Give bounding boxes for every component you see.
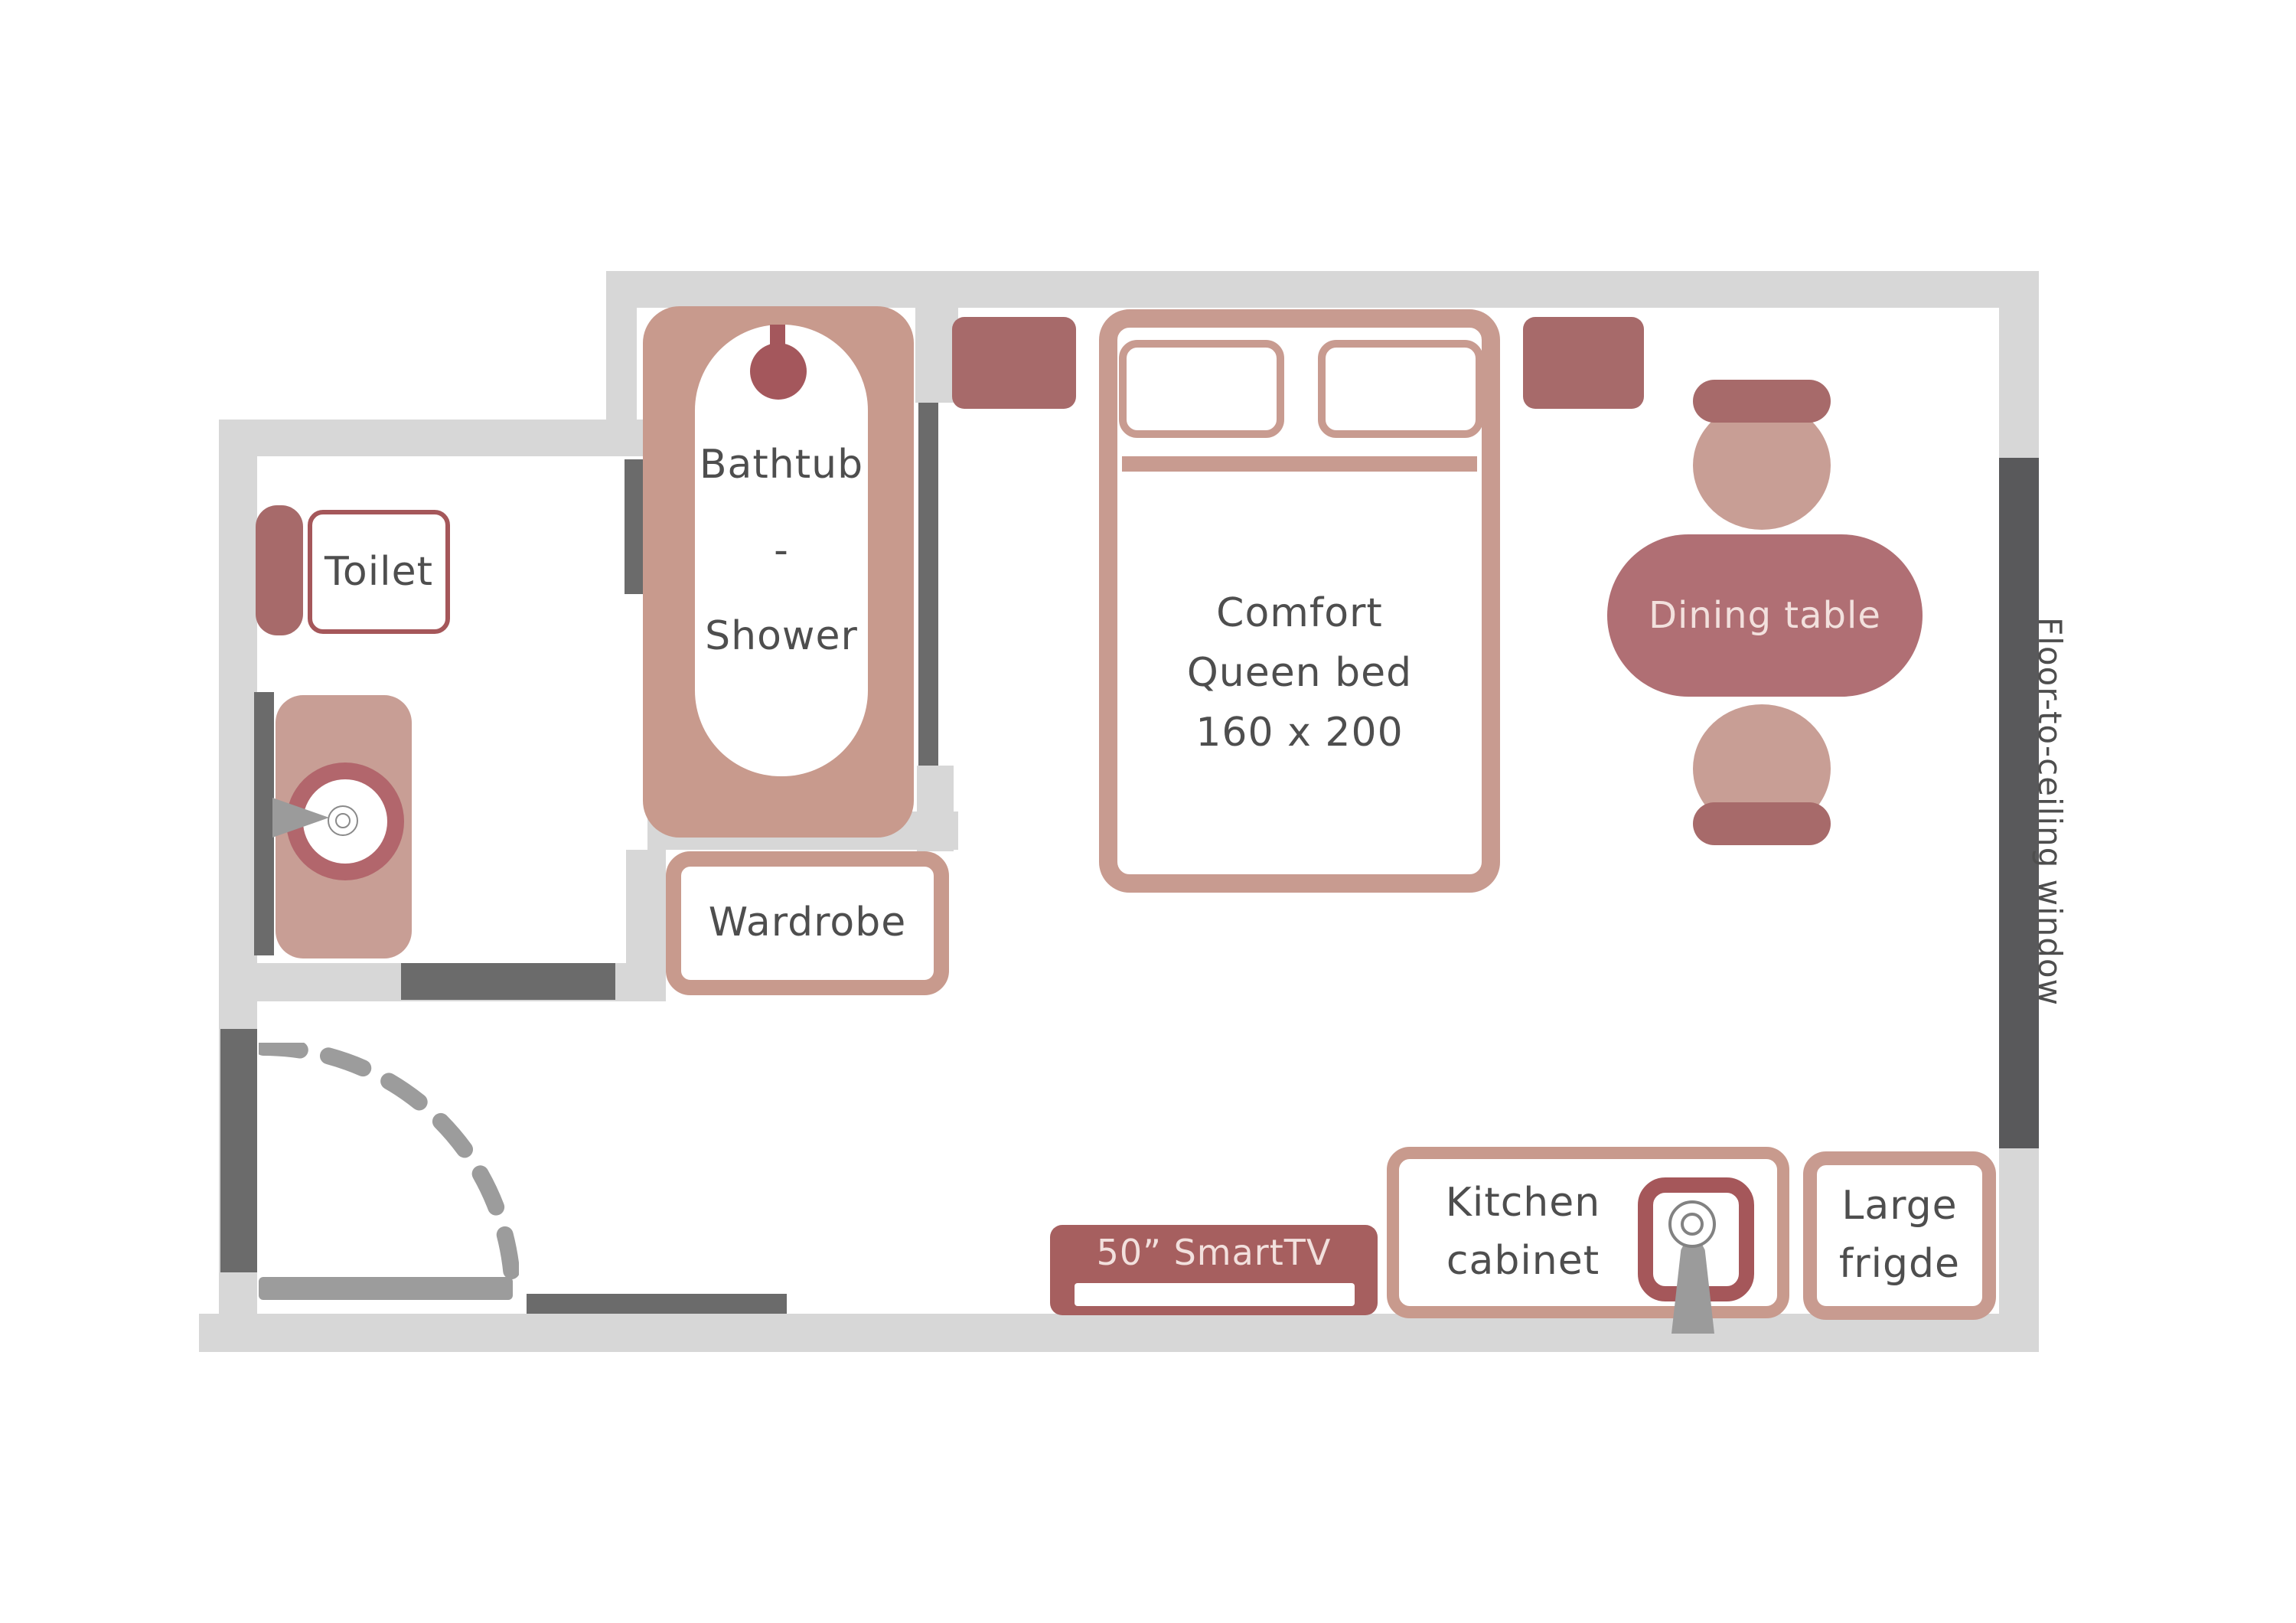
window-label: Floor-to-ceiling window	[2031, 617, 2068, 1006]
bed-label: Comfort Queen bed 160 x 200	[1117, 589, 1482, 758]
wall-segment-bottom	[527, 1294, 787, 1314]
entry-door-leaf	[259, 1277, 513, 1300]
kitchen-faucet-inner-ring	[1681, 1213, 1704, 1236]
pillow-left	[1119, 340, 1284, 438]
door-entry-jamb	[220, 1029, 257, 1272]
kitchen-cabinet-label: Kitchen cabinet	[1408, 1161, 1638, 1305]
bed-headboard-divider	[1122, 456, 1477, 472]
bathtub-label-line1: Bathtub	[699, 442, 864, 488]
wall-alcove-left	[606, 308, 637, 456]
chair-bottom-back	[1693, 802, 1831, 845]
door-bathroom-pocket	[401, 963, 615, 1000]
chair-top-back	[1693, 380, 1831, 423]
toilet-label: Toilet	[324, 549, 433, 595]
fridge	[1803, 1151, 1996, 1320]
kitchen-cabinet-label-line1: Kitchen	[1445, 1181, 1601, 1226]
wall-bathroom-top	[219, 420, 651, 456]
pillow-right	[1318, 340, 1483, 438]
wardrobe-label: Wardrobe	[708, 900, 907, 946]
dining-table-label: Dining table	[1649, 594, 1881, 637]
fridge-label: Large frigde	[1809, 1167, 1990, 1305]
wardrobe: Wardrobe	[666, 851, 949, 995]
chair-top-seat	[1693, 401, 1831, 530]
entry-door-swing-arc	[259, 1043, 519, 1303]
wall-top	[606, 271, 2039, 308]
shower-head	[750, 343, 807, 400]
fridge-label-line1: Large	[1841, 1184, 1958, 1229]
dining-table: Dining table	[1607, 534, 1923, 697]
sink-wall-panel	[254, 692, 274, 955]
wall-tub-right-upper	[915, 308, 958, 403]
bathtub-label-line2: -	[774, 528, 789, 574]
nightstand-right	[1523, 317, 1644, 409]
toilet-tank	[256, 505, 303, 635]
door-bathtub-right	[918, 403, 938, 766]
bathtub-label: Bathtub - Shower	[695, 383, 868, 720]
bed-label-line2: Queen bed	[1186, 651, 1413, 697]
sink-drain-outer-ring	[328, 805, 358, 836]
bathtub-basin	[695, 325, 868, 776]
toilet-bowl: Toilet	[308, 510, 450, 634]
bed-label-line1: Comfort	[1216, 591, 1383, 637]
nightstand-left	[952, 317, 1076, 409]
window-glass	[1999, 458, 2039, 1148]
bathtub-label-line3: Shower	[705, 614, 858, 660]
wall-bottom	[199, 1314, 2039, 1352]
sink-drain-inner-ring	[335, 813, 351, 828]
tv-label: 50” SmartTV	[1096, 1234, 1332, 1274]
kitchen-cabinet-label-line2: cabinet	[1446, 1239, 1600, 1285]
tv-screen	[1075, 1283, 1355, 1306]
wall-wardrobe-left	[626, 850, 666, 966]
bed-label-line3: 160 x 200	[1195, 710, 1404, 756]
fridge-label-line2: frigde	[1838, 1242, 1961, 1288]
